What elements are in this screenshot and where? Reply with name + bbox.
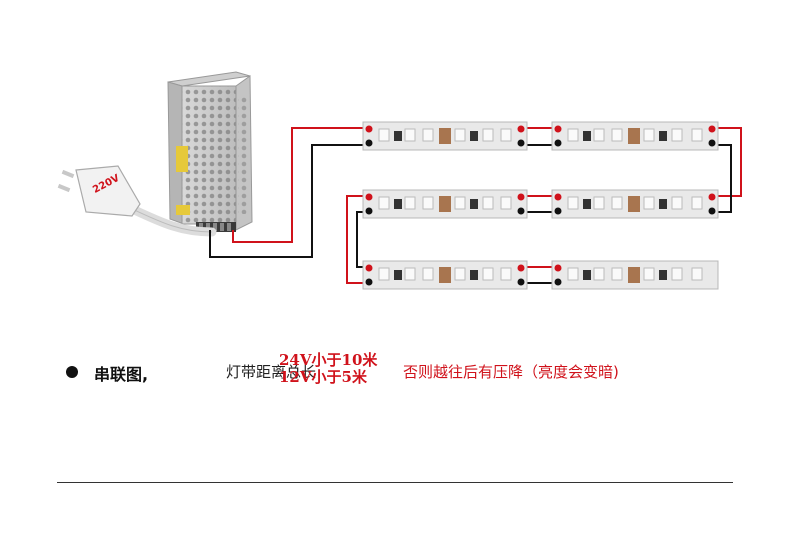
voltage-drop-note: 否则越往后有压降（亮度会变暗) [403, 363, 619, 381]
ps-terminal-label [176, 205, 190, 215]
limit-12v: 12V小于5米 [279, 368, 367, 386]
negative-feed-wire [209, 144, 368, 258]
power-supply [167, 71, 253, 232]
led-strip-r1b [551, 121, 719, 151]
r2-r3-positive [346, 195, 368, 284]
led-strip-r2a [362, 189, 528, 219]
led-strip-r2b [551, 189, 719, 219]
led-strip-r3b [551, 260, 719, 290]
r1-r2-negative [714, 144, 732, 213]
divider-line [57, 482, 733, 483]
caption: 串联图, 灯带距离总长 24V小于10米 12V小于5米 否则越往后有压降（亮度… [66, 352, 746, 392]
voltage-limits: 24V小于10米 12V小于5米 [279, 352, 377, 386]
limit-24v: 24V小于10米 [279, 351, 378, 369]
bullet-dot-icon [66, 366, 78, 378]
mains-plug: 220V [57, 165, 217, 237]
r1-r2-positive [714, 127, 742, 197]
caption-title: 串联图, [94, 365, 149, 384]
positive-feed-wire [232, 127, 368, 243]
ps-warning-label [176, 146, 188, 172]
r2-r3-negative [356, 211, 368, 268]
led-strip-r1a [362, 121, 528, 151]
led-strip-r3a [362, 260, 528, 290]
caption-description: 灯带距离总长 [226, 363, 317, 381]
